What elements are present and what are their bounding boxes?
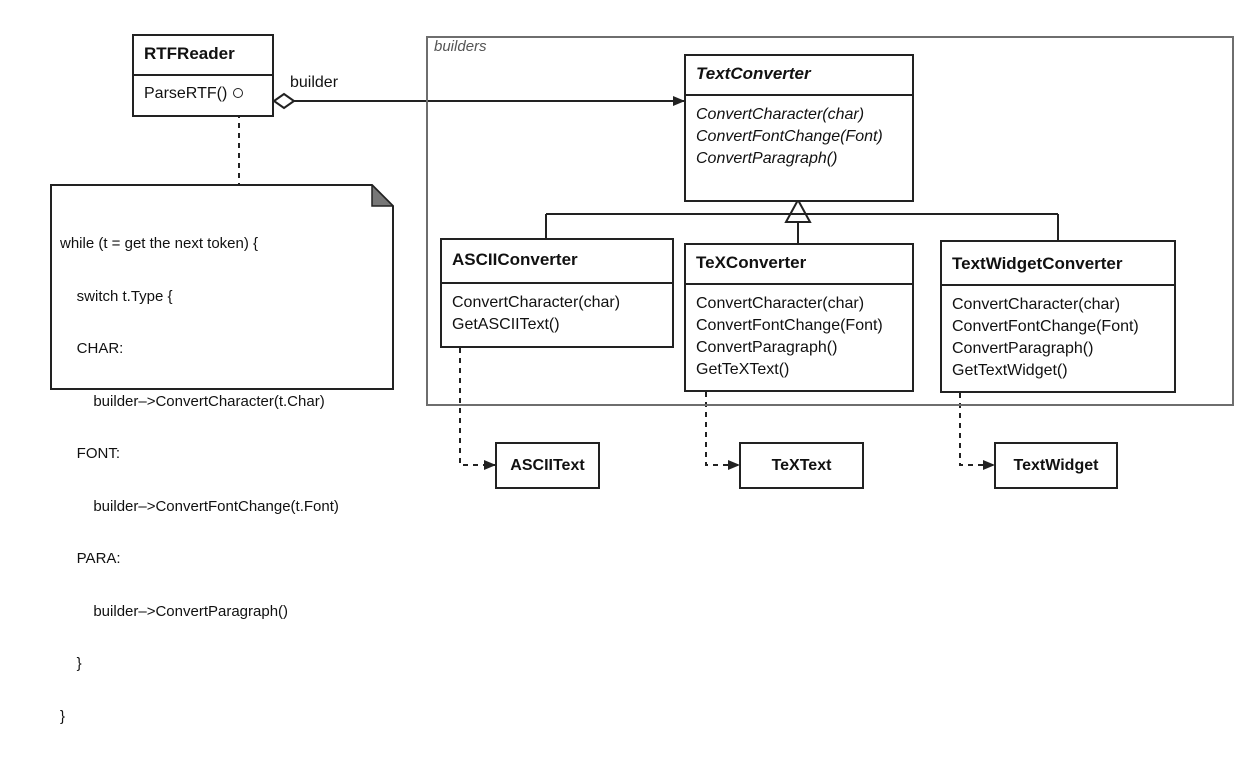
textconverter-class: TextConverter ConvertCharacter(char) Con…: [684, 54, 914, 202]
asciiconverter-class-name: ASCIIConverter: [442, 240, 672, 284]
note-pseudocode: while (t = get the next token) { switch …: [60, 200, 339, 760]
note-line: builder–>ConvertFontChange(t.Font): [60, 497, 339, 515]
textconverter-operations: ConvertCharacter(char) ConvertFontChange…: [686, 96, 912, 178]
texconverter-class-name: TeXConverter: [686, 245, 912, 285]
textext-product: TeXText: [739, 442, 864, 489]
note-line: }: [60, 655, 82, 672]
asciiconverter-operation: GetASCIIText(): [452, 316, 560, 333]
association-role-label: builder: [290, 74, 339, 91]
textconverter-operation: ConvertCharacter(char): [696, 106, 865, 123]
package-label: builders: [434, 38, 487, 55]
asciitext-product: ASCIIText: [495, 442, 600, 489]
texconverter-operation: ConvertFontChange(Font): [696, 317, 883, 334]
textwidgetconverter-operation: ConvertParagraph(): [952, 340, 1094, 357]
texconverter-operation: GetTeXText(): [696, 361, 790, 378]
textwidgetconverter-operation: GetTextWidget(): [952, 362, 1068, 379]
textconverter-operation: ConvertFontChange(Font): [696, 128, 883, 145]
textconverter-operation: ConvertParagraph(): [696, 150, 838, 167]
note-outline: [50, 184, 394, 390]
rtfreader-operation: ParseRTF(): [144, 85, 228, 102]
note-line: }: [60, 707, 66, 725]
asciiconverter-operation: ConvertCharacter(char): [452, 294, 621, 311]
textwidgetconverter-class-name: TextWidgetConverter: [942, 242, 1174, 286]
rtfreader-operations: ParseRTF(): [134, 76, 272, 113]
note-fold-corner: [371, 184, 394, 207]
note-line: PARA:: [60, 550, 121, 567]
asciiconverter-class: ASCIIConverter ConvertCharacter(char) Ge…: [440, 238, 674, 348]
note-line: builder–>ConvertCharacter(t.Char): [60, 392, 325, 410]
aggregation-diamond: [272, 92, 296, 110]
note-line: builder–>ConvertParagraph(): [60, 602, 289, 620]
textwidget-product: TextWidget: [994, 442, 1118, 489]
note-line: FONT:: [60, 445, 120, 462]
note-line: CHAR:: [60, 340, 124, 357]
texconverter-operation: ConvertParagraph(): [696, 339, 838, 356]
implementation-note-icon: [233, 88, 243, 98]
note-line: while (t = get the next token) {: [60, 235, 259, 252]
asciiconverter-operations: ConvertCharacter(char) GetASCIIText(): [442, 284, 672, 344]
textwidgetconverter-class: TextWidgetConverter ConvertCharacter(cha…: [940, 240, 1176, 393]
rtfreader-class-name: RTFReader: [134, 36, 272, 76]
parse-algorithm-note: while (t = get the next token) { switch …: [50, 184, 394, 725]
note-line: switch t.Type {: [60, 287, 173, 305]
textwidgetconverter-operation: ConvertFontChange(Font): [952, 318, 1139, 335]
texconverter-operations: ConvertCharacter(char) ConvertFontChange…: [686, 285, 912, 389]
builders-package: builders: [426, 36, 1234, 406]
texconverter-class: TeXConverter ConvertCharacter(char) Conv…: [684, 243, 914, 392]
textwidgetconverter-operation: ConvertCharacter(char): [952, 296, 1121, 313]
textconverter-class-name: TextConverter: [686, 56, 912, 96]
rtfreader-class: RTFReader ParseRTF(): [132, 34, 274, 117]
textwidgetconverter-operations: ConvertCharacter(char) ConvertFontChange…: [942, 286, 1174, 390]
texconverter-operation: ConvertCharacter(char): [696, 295, 865, 312]
